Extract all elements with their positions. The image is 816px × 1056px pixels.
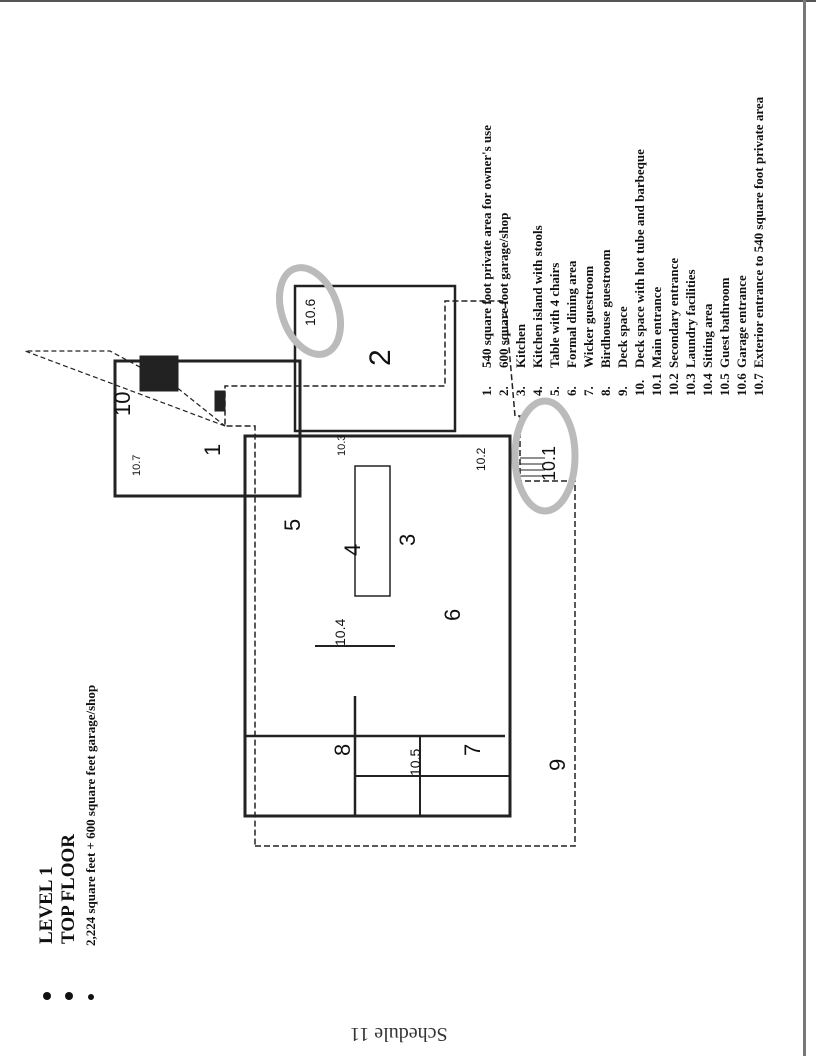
legend-text: Secondary entrance xyxy=(666,257,681,368)
legend-text: Exterior entrance to 540 square foot pri… xyxy=(751,96,766,368)
label-5: 5 xyxy=(280,519,305,531)
highlight-10-1 xyxy=(511,397,579,515)
legend-item: 10.7 Exterior entrance to 540 square foot… xyxy=(750,97,767,396)
legend-item: 10.2 Secondary entrance xyxy=(665,97,682,396)
legend-text: Garage entrance xyxy=(734,275,749,368)
legend: 1. 540 square foot private area for owner… xyxy=(478,97,767,396)
legend-item: 2. 600 square foot garage/shop xyxy=(495,97,512,396)
legend-text: Guest bathroom xyxy=(717,277,732,368)
legend-number: 1. xyxy=(479,386,494,396)
legend-number: 8. xyxy=(598,386,613,396)
bullet-icon xyxy=(65,992,73,1000)
scan-top-edge xyxy=(0,0,816,2)
legend-item: 10.5 Guest bathroom xyxy=(716,97,733,396)
label-10-1: 10.1 xyxy=(539,446,559,481)
legend-item: 4. Kitchen island with stools xyxy=(529,97,546,396)
label-8: 8 xyxy=(330,744,355,756)
schedule-footer-mirrored: Schedule 11 xyxy=(350,1023,448,1045)
label-10-7: 10.7 xyxy=(131,455,143,476)
main-house-walls xyxy=(243,434,512,818)
garage-walls xyxy=(293,284,457,433)
legend-text: Birdhouse guestroom xyxy=(598,249,613,368)
legend-number: 10.6 xyxy=(734,373,749,396)
legend-number: 10.4 xyxy=(700,373,715,396)
bullet-icon xyxy=(43,992,51,1000)
label-3: 3 xyxy=(395,534,420,546)
scan-right-edge xyxy=(803,0,806,1056)
legend-text: Laundry facilities xyxy=(683,269,698,368)
legend-item: 1. 540 square foot private area for owner… xyxy=(478,97,495,396)
legend-text: 540 square foot private area for owner's… xyxy=(479,124,494,368)
label-4: 4 xyxy=(340,544,365,556)
label-9: 9 xyxy=(545,759,570,771)
label-10-3: 10.3 xyxy=(336,435,348,456)
label-10-5: 10.5 xyxy=(407,749,423,776)
legend-item: 7. Wicker guestroom xyxy=(580,97,597,396)
legend-text: Sitting area xyxy=(700,303,715,368)
floor-plan: 1 2 3 4 5 6 7 8 9 10 10.1 10.2 10.3 10.4… xyxy=(24,264,579,847)
kitchen-counter xyxy=(354,465,391,597)
legend-text: Deck space with hot tube and barbeque xyxy=(632,149,647,368)
legend-number: 9. xyxy=(615,386,630,396)
legend-item: 10.3 Laundry facilities xyxy=(682,97,699,396)
legend-number: 10.5 xyxy=(717,373,732,396)
legend-item: 10. Deck space with hot tube and barbeque xyxy=(631,97,648,396)
legend-number: 10.7 xyxy=(751,373,766,396)
legend-number: 5. xyxy=(547,386,562,396)
legend-number: 4. xyxy=(530,386,545,396)
hot-tub xyxy=(139,355,179,392)
label-2: 2 xyxy=(364,349,397,366)
legend-text: Wicker guestroom xyxy=(581,265,596,368)
legend-item: 9. Deck space xyxy=(614,97,631,396)
highlight-10-6 xyxy=(276,264,344,358)
owner-area-walls xyxy=(113,359,302,498)
legend-text: 600 square foot garage/shop xyxy=(496,212,511,368)
legend-number: 10.3 xyxy=(683,373,698,396)
legend-text: Kitchen xyxy=(513,323,528,368)
legend-text: Table with 4 chairs xyxy=(547,262,562,368)
legend-number: 7. xyxy=(581,386,596,396)
label-10-6: 10.6 xyxy=(302,299,318,326)
legend-item: 6. Formal dining area xyxy=(563,97,580,396)
legend-number: 6. xyxy=(564,386,579,396)
legend-number: 3. xyxy=(513,386,528,396)
legend-item: 8. Birdhouse guestroom xyxy=(597,97,614,396)
legend-text: Formal dining area xyxy=(564,260,579,368)
label-10-4: 10.4 xyxy=(332,619,348,646)
label-10-2: 10.2 xyxy=(474,447,488,471)
bullet-icon xyxy=(88,994,94,1000)
legend-number: 10. xyxy=(632,379,647,396)
legend-item: 10.6 Garage entrance xyxy=(733,97,750,396)
legend-number: 2. xyxy=(496,386,511,396)
label-6: 6 xyxy=(440,609,465,621)
label-7: 7 xyxy=(460,744,485,756)
legend-text: Main entrance xyxy=(649,286,664,368)
legend-number: 10.1 xyxy=(649,373,664,396)
level-heading: LEVEL 1 xyxy=(36,866,57,944)
legend-item: 10.4 Sitting area xyxy=(699,97,716,396)
label-10: 10 xyxy=(110,392,135,416)
legend-text: Deck space xyxy=(615,306,630,368)
label-1: 1 xyxy=(200,444,225,456)
upper-deck-outline xyxy=(24,350,226,427)
legend-item: 5. Table with 4 chairs xyxy=(546,97,563,396)
legend-number: 10.2 xyxy=(666,373,681,396)
legend-text: Kitchen island with stools xyxy=(530,225,545,368)
legend-item: 10.1 Main entrance xyxy=(648,97,665,396)
legend-item: 3. Kitchen xyxy=(512,97,529,396)
